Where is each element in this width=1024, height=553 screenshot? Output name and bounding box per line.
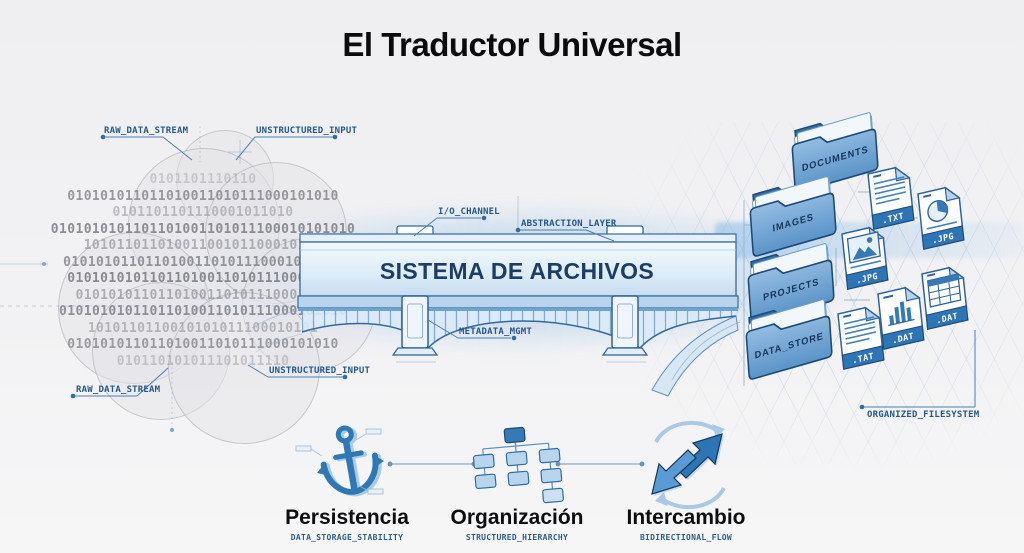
bridge-railing (299, 233, 737, 243)
binary-row: 01010101011011010011010111000101010 (59, 304, 347, 319)
blueprint-guides (0, 126, 519, 432)
concept-subtitle-organizacion: STRUCTURED_HIERARCHY (465, 533, 569, 542)
binary-row: 0101101101110001011010 (112, 205, 294, 220)
concept-title-organizacion: Organización (450, 506, 584, 529)
file-jpg-image: .JPG (841, 226, 889, 291)
label-raw-data-stream-top: RAW_DATA_STREAM (104, 126, 189, 136)
folder-data-store: DATA_STORE (745, 299, 833, 380)
binary-row: 0101010110110100110101110001010101 (63, 254, 343, 270)
label-abstraction-layer: ABSTRACTION_LAYER (521, 219, 617, 229)
binary-row: 0101010110110100110101110001010 (75, 287, 331, 303)
cloud-bump (168, 292, 320, 444)
file-ext-label: .TAT (852, 352, 875, 367)
file-dat-bars: .DAT (877, 286, 925, 351)
file-tat: .TAT (837, 306, 885, 371)
label-raw-data-stream-bottom: RAW_DATA_STREAM (76, 385, 161, 395)
leader-lines (70, 134, 615, 399)
page-title: El Traductor Universal (342, 26, 682, 63)
file-jpg-chart: .JPG (917, 186, 965, 251)
concept-subtitle-intercambio: BIDIRECTIONAL_FLOW (639, 533, 733, 542)
anchor-icon (317, 425, 385, 497)
binary-row: 1010110110010101011100010101 (87, 320, 319, 336)
binary-row: 010101011011010011010111000101010 (67, 188, 339, 204)
concept-title-intercambio: Intercambio (626, 506, 746, 529)
file-ext-label: .DAT (892, 332, 915, 347)
exchange-arrows-icon (651, 420, 726, 510)
binary-row: 010101011011010011010111000101010 (67, 337, 339, 352)
file-ext-label: .JPG (856, 272, 879, 287)
binary-row: 010101010110110100110101110001010 (67, 271, 339, 286)
bridge-ramp (651, 315, 739, 397)
label-organized-filesystem: ORGANIZED_FILESYSTEM (867, 410, 980, 420)
hierarchy-icon (472, 426, 564, 504)
binary-row: 010110101011101011110 (116, 353, 290, 369)
file-ext-label: .DAT (936, 312, 959, 327)
binary-row: 10101101101001100101100010101 (83, 238, 323, 253)
file-txt: .TXT (867, 166, 915, 231)
label-unstructured-input-bottom: UNSTRUCTURED_INPUT (269, 366, 371, 376)
bridge-illustration (251, 225, 741, 397)
file-ext-label: .TXT (882, 212, 905, 227)
anchor-annotations (295, 428, 384, 495)
folder-images: IMAGES (749, 176, 837, 257)
folder-documents: DOCUMENTS (791, 112, 879, 193)
concept-subtitle-persistencia: DATA_STORAGE_STABILITY (290, 533, 404, 542)
file-dat-table: .DAT (921, 266, 969, 331)
binary-data-rows: 0101101110110 01010101101101001101011100… (26, 172, 380, 370)
binary-row: 0101010101101101001101011100010101010 (50, 221, 356, 237)
concept-title-persistencia: Persistencia (285, 506, 409, 529)
bridge-deck (299, 241, 737, 297)
label-io-channel: I/O_CHANNEL (438, 207, 500, 217)
binary-row: 0101101110110 (149, 172, 257, 187)
label-metadata-mgmt: METADATA_MGMT (459, 327, 533, 337)
folder-projects: PROJECTS (747, 243, 835, 324)
bridge-pier-right (601, 295, 649, 363)
file-ext-label: .JPG (932, 232, 955, 247)
bridge-title: SISTEMA DE ARCHIVOS (379, 258, 655, 284)
bridge-pier-left (391, 295, 439, 363)
label-unstructured-input-top: UNSTRUCTURED_INPUT (256, 126, 358, 136)
